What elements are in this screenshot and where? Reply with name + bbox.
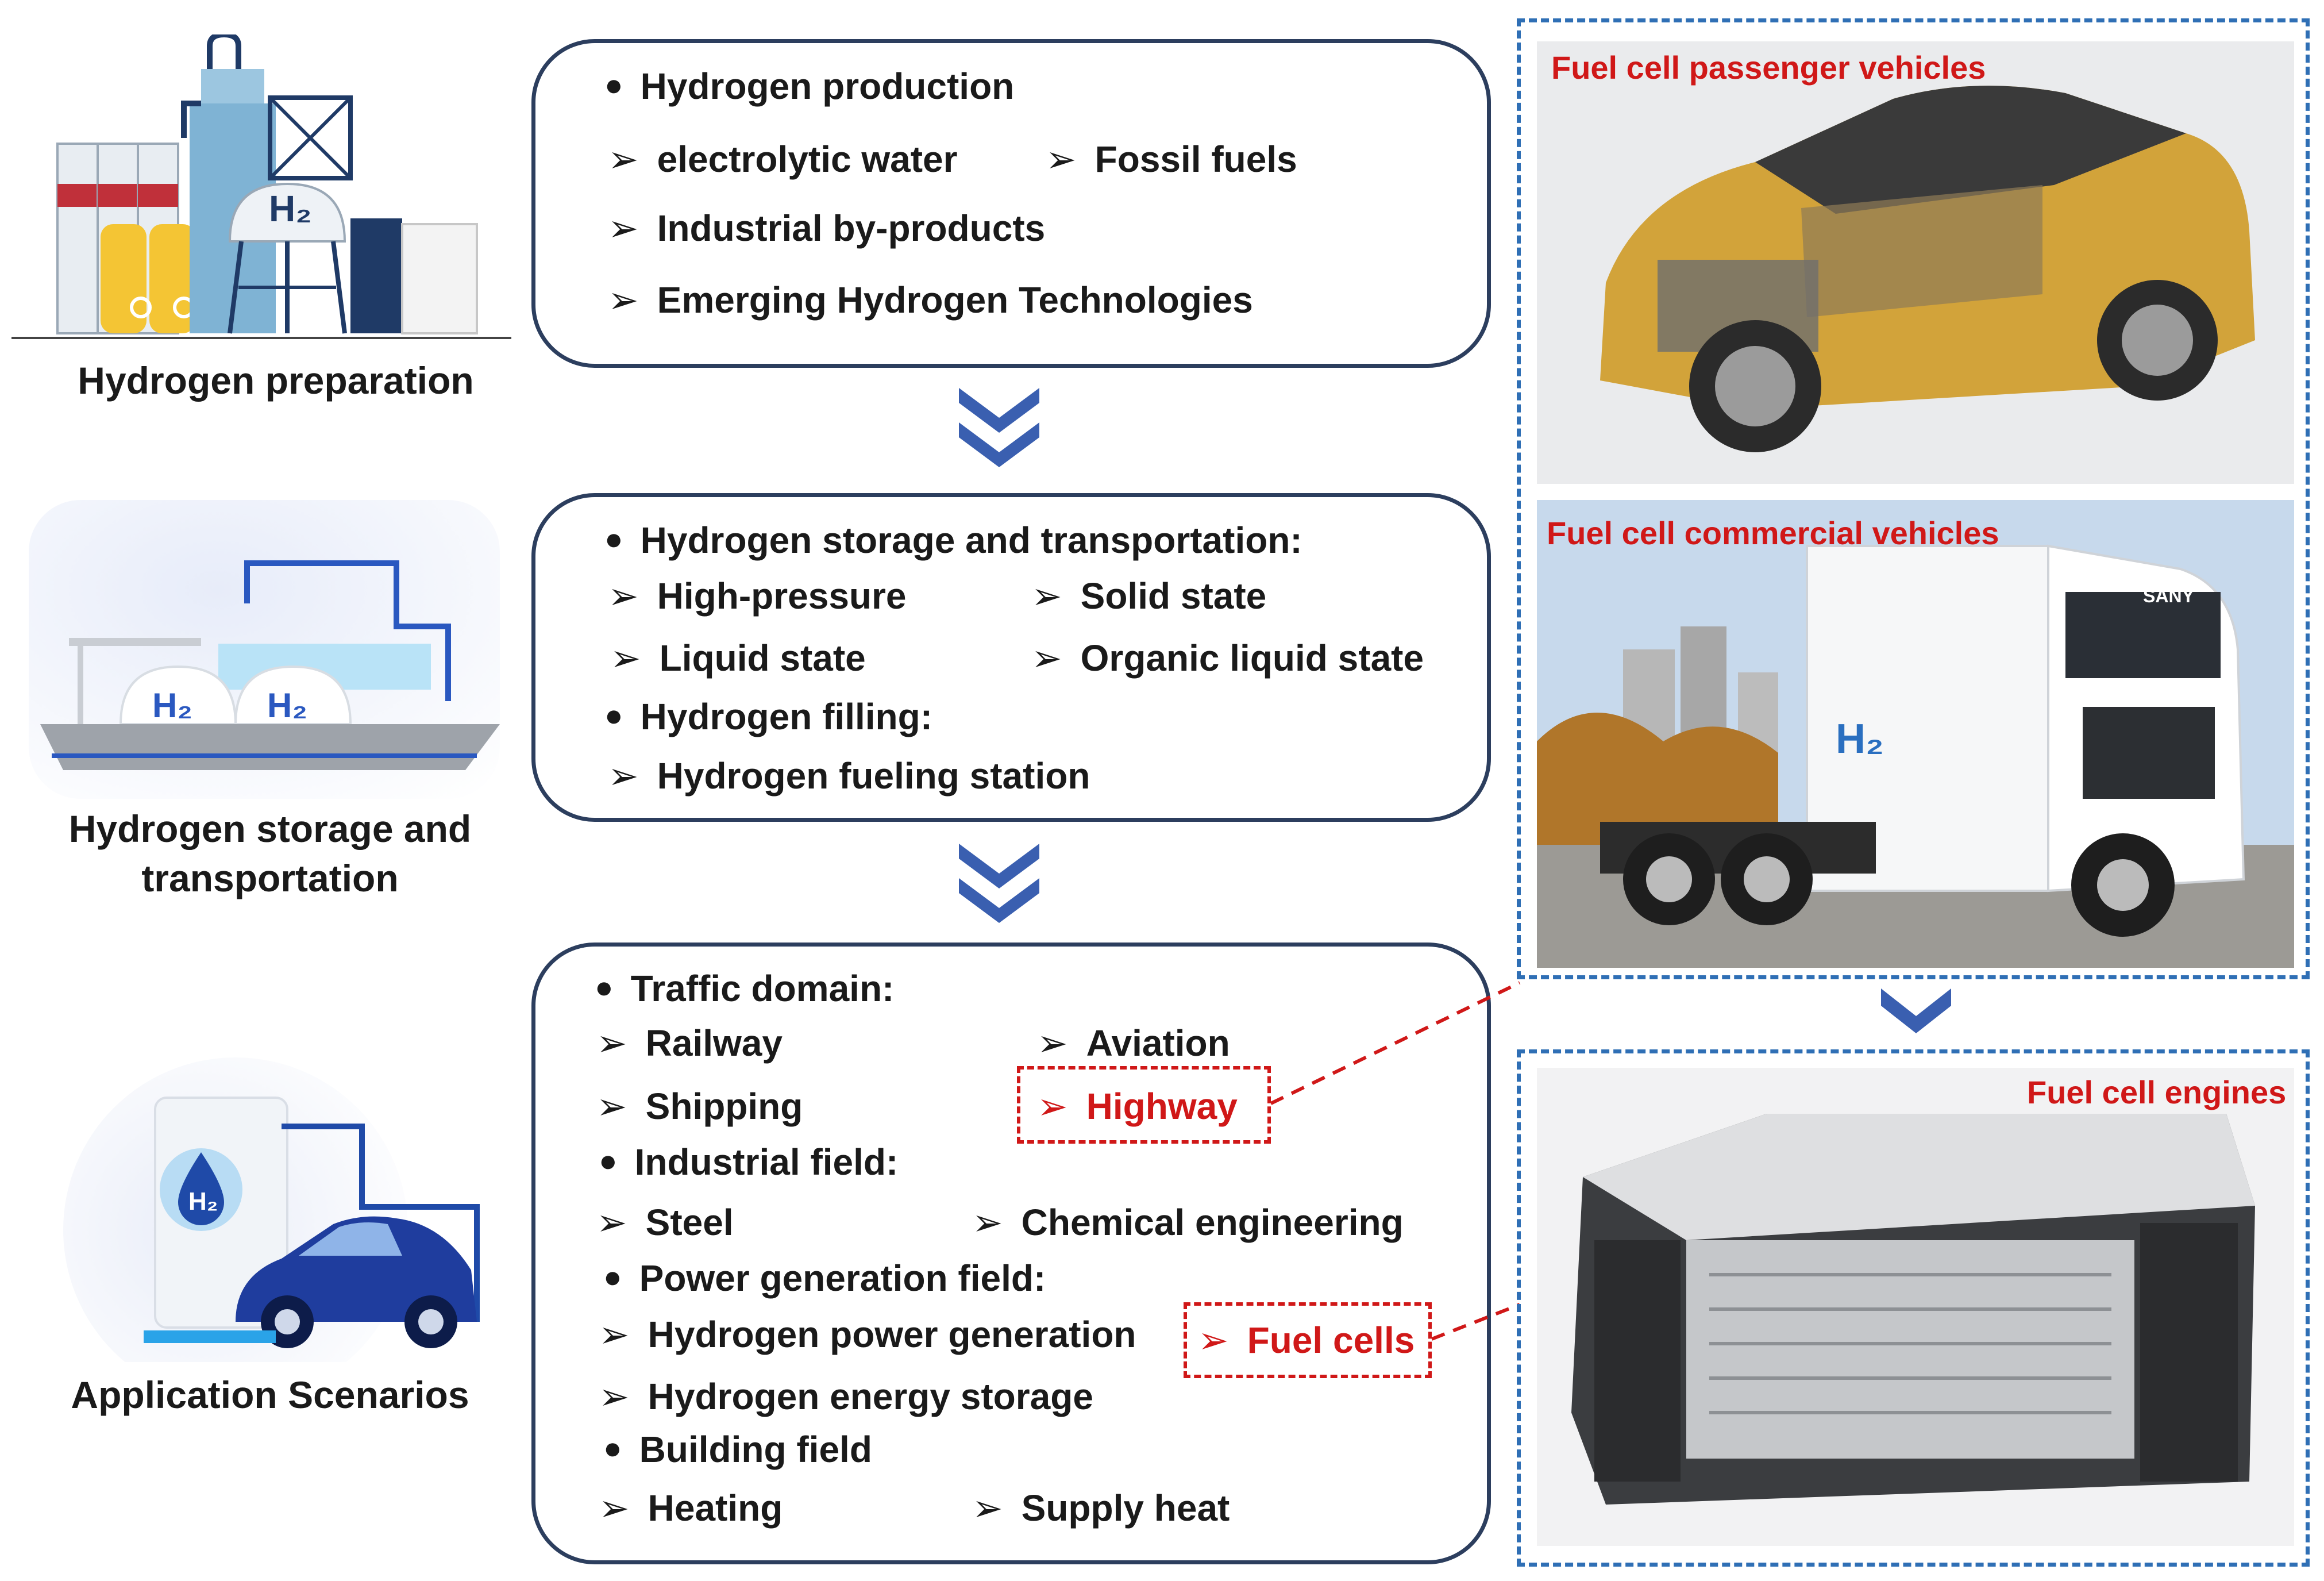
fuel-cell-engines-label: Fuel cell engines — [2027, 1074, 2287, 1110]
item-hydrogen-energy-storage: Hydrogen energy storage — [599, 1378, 1093, 1415]
chevron-down-icon — [957, 382, 1042, 474]
vehicles-dashed-frame — [1517, 18, 2310, 979]
hydrogen-factory-illustration: H₂ — [11, 34, 511, 345]
h2-station-label: H₂ — [188, 1187, 218, 1215]
item-highway: Highway — [1037, 1088, 1238, 1125]
item-fossil-fuels: Fossil fuels — [1046, 141, 1297, 178]
item-chemical-engineering: Chemical engineering — [972, 1204, 1404, 1241]
item-aviation: Aviation — [1037, 1025, 1230, 1061]
production-heading: Hydrogen production — [604, 68, 1015, 105]
item-high-pressure: High-pressure — [608, 578, 907, 614]
chevron-down-icon — [957, 838, 1042, 930]
commercial-vehicles-label: Fuel cell commercial vehicles — [1547, 515, 1999, 551]
caption-hydrogen-preparation: Hydrogen preparation — [78, 359, 474, 402]
item-steel: Steel — [596, 1204, 734, 1241]
item-shipping: Shipping — [596, 1088, 803, 1125]
item-liquid-state: Liquid state — [610, 640, 866, 676]
item-electrolytic-water: electrolytic water — [608, 141, 958, 178]
passenger-vehicles-label: Fuel cell passenger vehicles — [1551, 49, 1986, 86]
item-fuel-cells: Fuel cells — [1198, 1322, 1415, 1359]
fuel-cell-engine-photo — [1537, 1068, 2294, 1546]
truck-brand-text: SANY — [2143, 586, 2194, 606]
h2-factory-label: H₂ — [269, 188, 312, 229]
traffic-heading: Traffic domain: — [595, 970, 895, 1007]
caption-storage-line1: Hydrogen storage and — [68, 807, 472, 850]
item-supply-heat: Supply heat — [972, 1490, 1230, 1526]
filling-heading: Hydrogen filling: — [604, 698, 932, 735]
highway-highlight-box — [1017, 1066, 1271, 1144]
h2-tank-label-a: H₂ — [152, 686, 192, 725]
building-heading: Building field — [603, 1431, 872, 1468]
fuel-cells-highlight-box — [1184, 1302, 1432, 1378]
storage-heading: Hydrogen storage and transportation: — [604, 522, 1302, 559]
item-emerging-technologies: Emerging Hydrogen Technologies — [608, 282, 1253, 318]
caption-hydrogen-storage: Hydrogen storage and transportation — [34, 805, 506, 903]
chevron-down-icon — [1879, 983, 1953, 1040]
caption-storage-line2: transportation — [141, 856, 399, 899]
engine-dashed-frame — [1517, 1049, 2310, 1567]
commercial-vehicle-photo: SANY H₂ — [1537, 500, 2294, 968]
caption-application-scenarios: Application Scenarios — [71, 1374, 469, 1416]
item-industrial-byproducts: Industrial by-products — [608, 210, 1046, 247]
item-fueling-station: Hydrogen fueling station — [608, 757, 1090, 794]
power-heading: Power generation field: — [603, 1260, 1046, 1297]
industrial-heading: Industrial field: — [599, 1144, 899, 1180]
passenger-vehicle-photo — [1537, 41, 2294, 484]
item-railway: Railway — [596, 1025, 783, 1061]
item-organic-liquid-state: Organic liquid state — [1031, 640, 1424, 676]
item-heating: Heating — [599, 1490, 783, 1526]
item-hydrogen-power-generation: Hydrogen power generation — [599, 1316, 1136, 1353]
truck-h2-text: H₂ — [1836, 716, 1884, 762]
h2-tank-label-b: H₂ — [267, 686, 307, 725]
item-solid-state: Solid state — [1031, 578, 1267, 614]
hydrogen-ship-illustration: H₂ H₂ — [29, 500, 500, 799]
hydrogen-car-station-illustration: H₂ — [29, 1052, 511, 1362]
